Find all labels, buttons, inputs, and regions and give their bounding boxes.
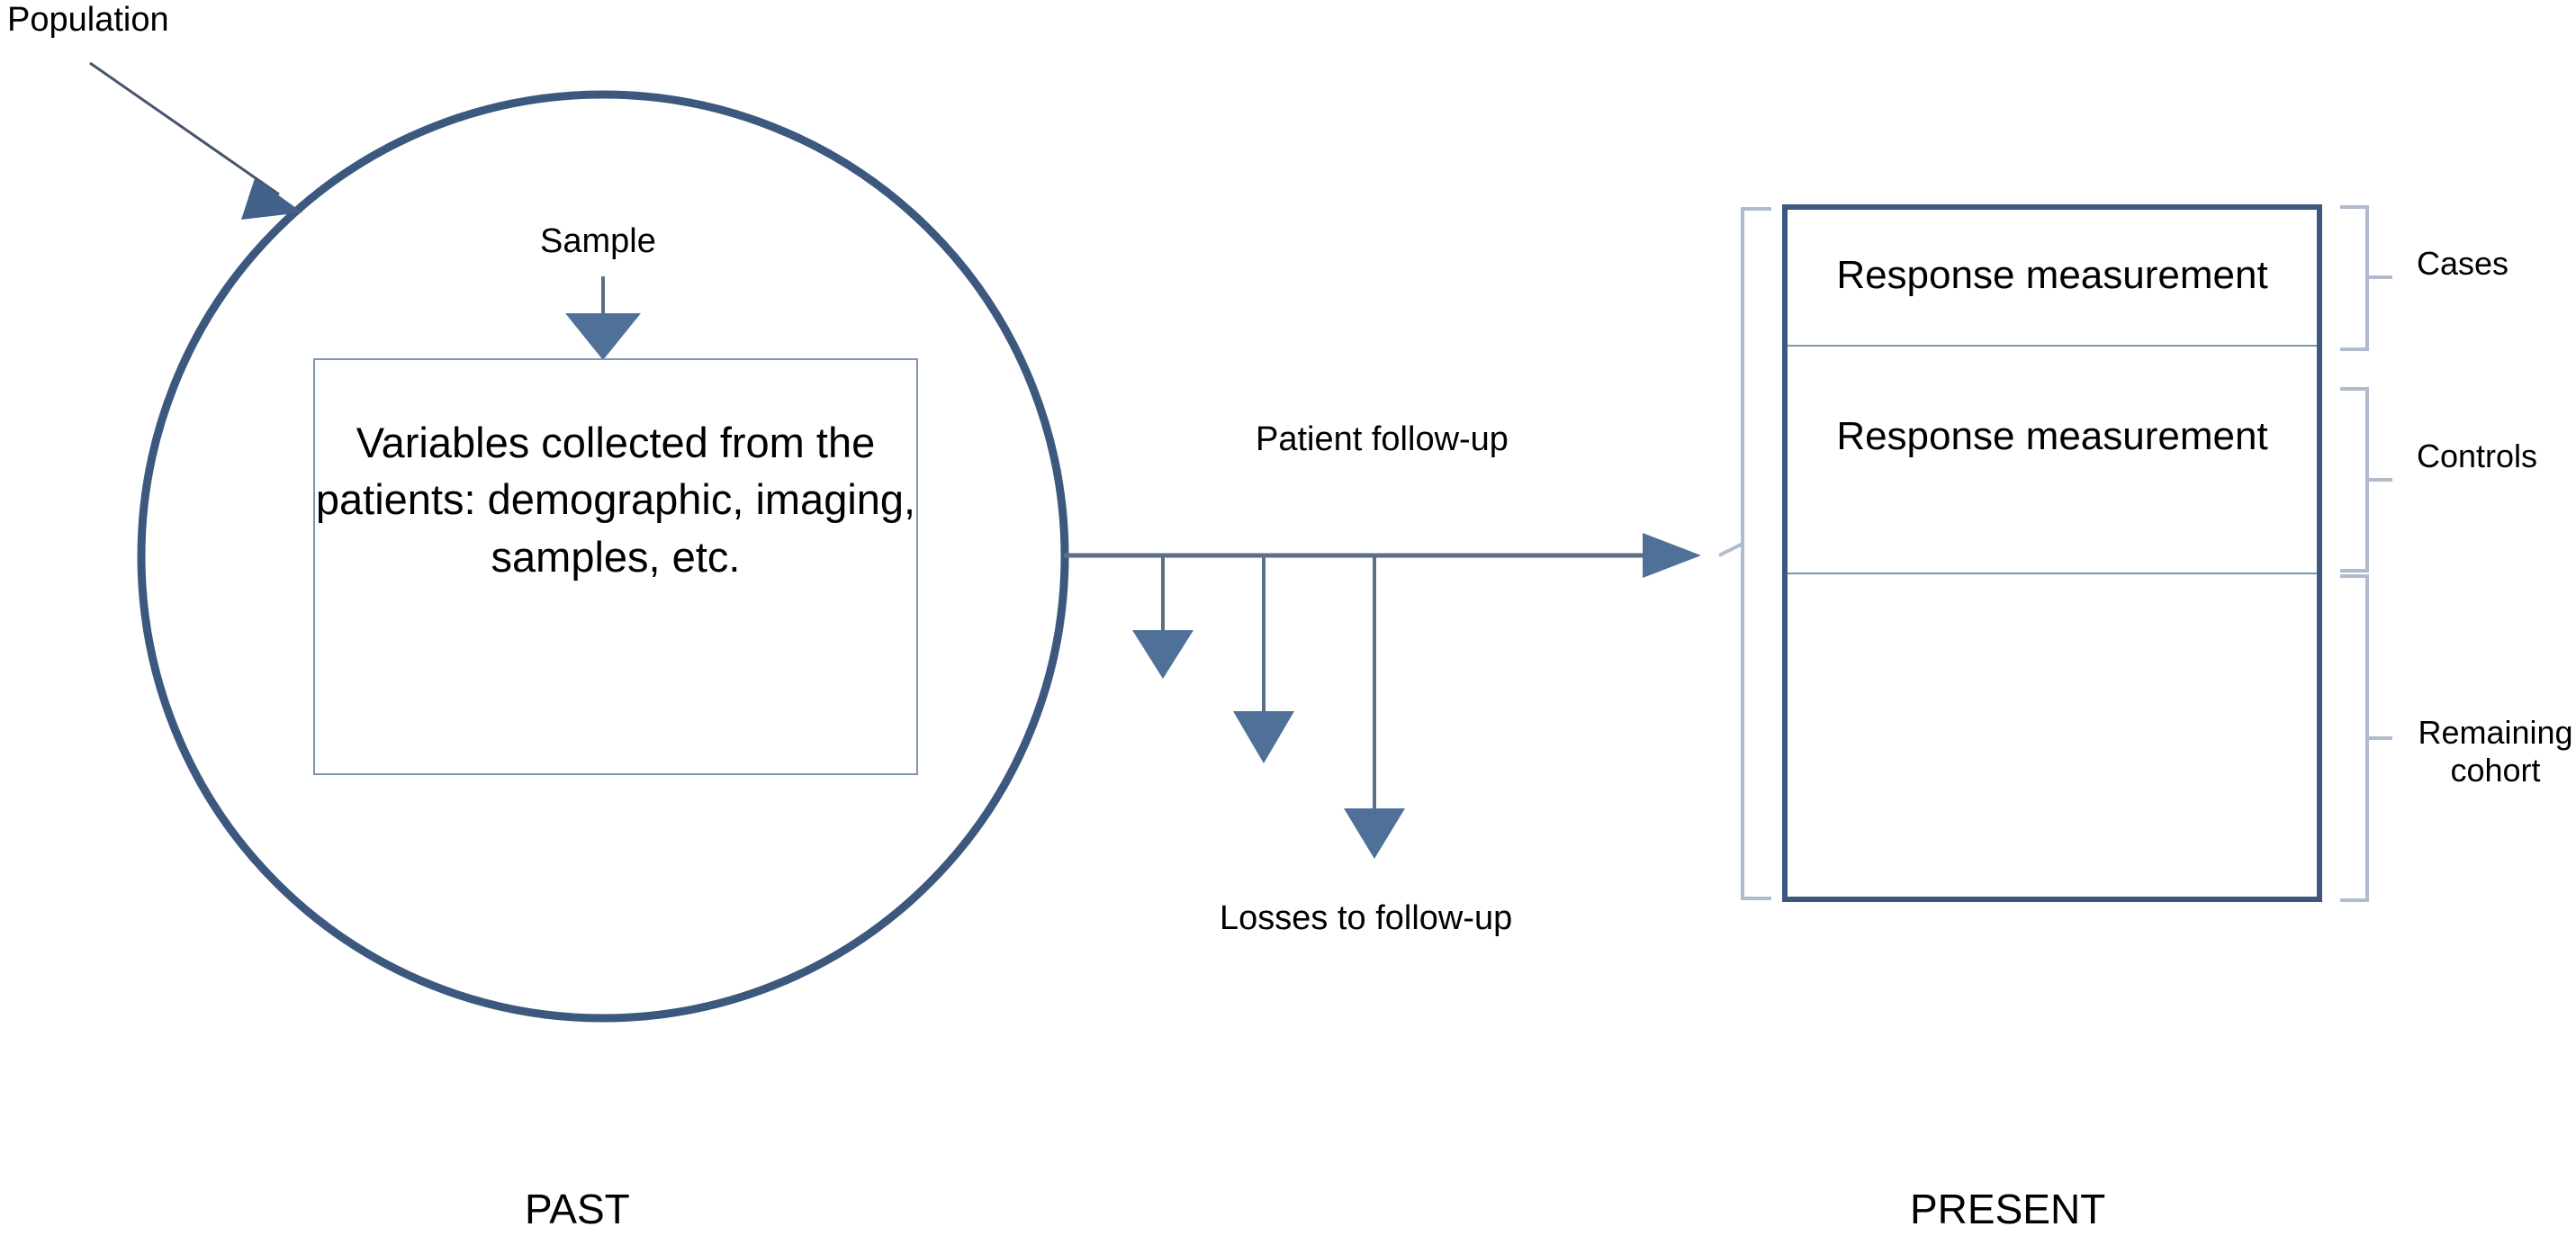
remaining-cohort-brace-label: Remaining cohort	[2418, 714, 2573, 789]
outcome-row-label: Response measurement	[1836, 413, 2268, 458]
loss-arrow-2	[1233, 557, 1294, 763]
outcome-row-remaining-cohort	[1788, 574, 2317, 897]
cases-brace-label: Cases	[2417, 245, 2509, 282]
patient-followup-label: Patient follow-up	[1256, 420, 1509, 458]
present-outcome-box: Response measurement Response measuremen…	[1782, 204, 2322, 902]
remaining-cohort-brace	[2340, 574, 2392, 902]
loss-arrow-3	[1344, 557, 1405, 859]
population-pointer-arrow	[89, 61, 302, 220]
sample-label: Sample	[540, 222, 656, 260]
loss-arrow-1	[1132, 557, 1193, 679]
losses-to-followup-label: Losses to follow-up	[1220, 899, 1513, 937]
outcome-row-cases: Response measurement	[1788, 210, 2317, 347]
controls-brace	[2340, 387, 2392, 573]
variables-collected-box: Variables collected from the patients: d…	[313, 358, 918, 775]
present-title: PRESENT	[1910, 1186, 2106, 1232]
cohort-left-brace	[1718, 207, 1771, 900]
past-title: PAST	[525, 1186, 630, 1232]
outcome-row-label: Response measurement	[1836, 253, 2268, 297]
patient-followup-arrow	[1064, 533, 1701, 578]
controls-brace-label: Controls	[2417, 438, 2538, 474]
population-label: Population	[7, 1, 169, 39]
variables-collected-text: Variables collected from the patients: d…	[315, 419, 916, 581]
sample-arrow	[565, 276, 641, 360]
outcome-row-controls: Response measurement	[1788, 347, 2317, 574]
cases-brace	[2340, 205, 2392, 351]
